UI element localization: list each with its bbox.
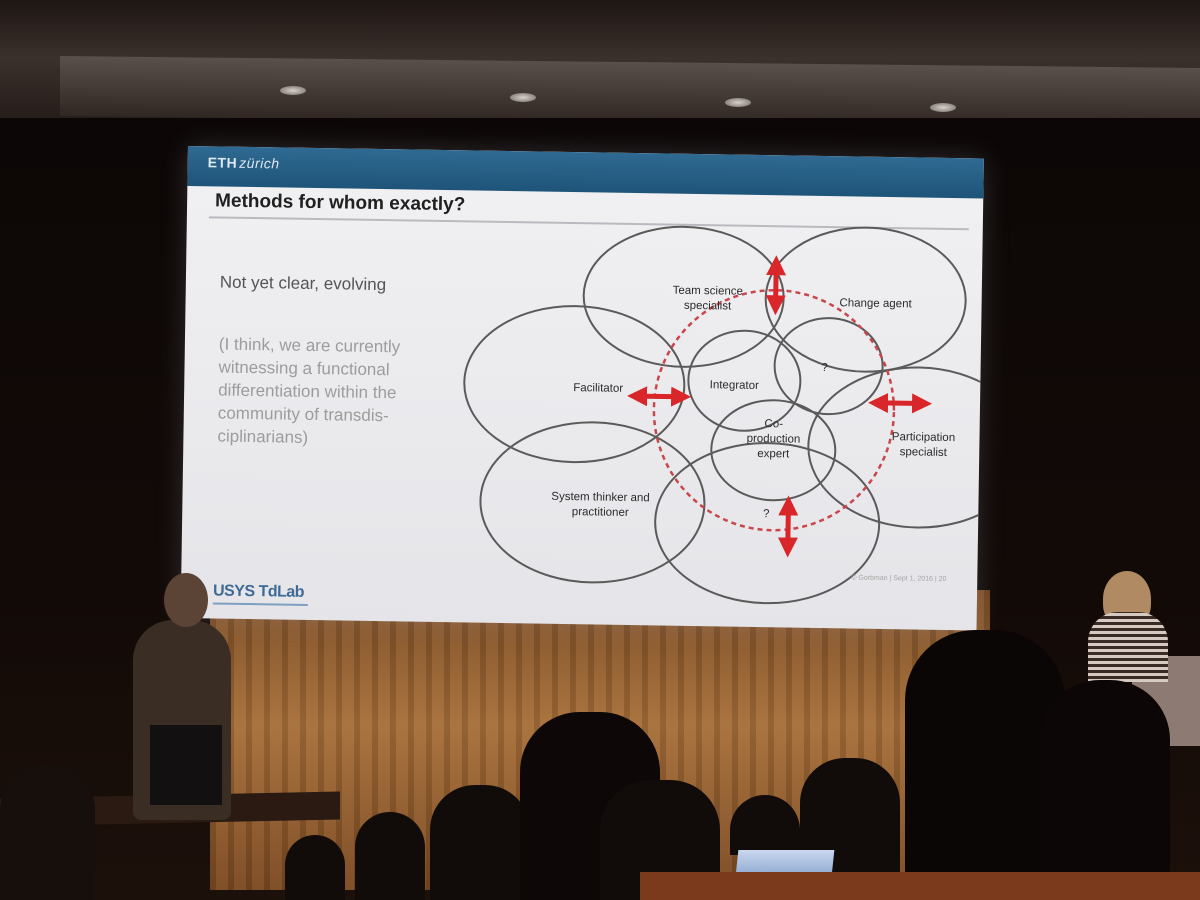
audience-member [0, 765, 95, 900]
label-facilitator: Facilitator [573, 382, 623, 395]
circle-bottom-question [654, 442, 881, 605]
moderator-body [1088, 612, 1168, 682]
usys-tdlab-logo: USYS TdLab [212, 582, 305, 601]
arrow-right [868, 393, 933, 414]
circle-participation [807, 366, 984, 529]
presenter-legs [150, 725, 222, 805]
presenter-head [164, 573, 208, 627]
circle-coproduction [710, 399, 837, 502]
ceiling-light [510, 93, 536, 102]
audience-member [285, 835, 345, 900]
ceiling-light [725, 98, 751, 107]
arrow-top [765, 255, 787, 316]
label-question-top: ? [821, 362, 828, 374]
arrow-left [627, 386, 692, 407]
circle-top-question [773, 317, 884, 416]
circle-change-agent [764, 226, 967, 373]
label-team-science: Team sciencespecialist [672, 285, 743, 313]
label-change-agent: Change agent [839, 297, 912, 310]
ceiling-light [930, 103, 956, 112]
circle-facilitator [463, 305, 686, 464]
audience-member [905, 630, 1065, 900]
ceiling [0, 0, 1200, 130]
circle-system-thinker [479, 421, 706, 584]
label-integrator: Integrator [710, 379, 760, 392]
arrow-bottom [777, 495, 799, 558]
audience-member [355, 812, 425, 900]
circle-integrator [687, 329, 802, 432]
dashed-ring [652, 288, 896, 532]
audience-member [730, 795, 800, 855]
label-question-bottom: ? [763, 508, 770, 520]
venn-diagram: Team sciencespecialist Change agent Faci… [463, 225, 984, 605]
audience-member [1040, 680, 1170, 900]
label-participation: Participationspecialist [892, 431, 956, 459]
slide-footer: © Gorbman | Sept 1, 2016 | 20 [851, 574, 947, 583]
label-coproduction: Co-productionexpert [746, 418, 800, 461]
label-system-thinker: System thinker andpractitioner [551, 491, 650, 520]
audience-member [430, 785, 530, 900]
ceiling-light [280, 86, 306, 95]
front-seat-rail [640, 872, 1200, 900]
